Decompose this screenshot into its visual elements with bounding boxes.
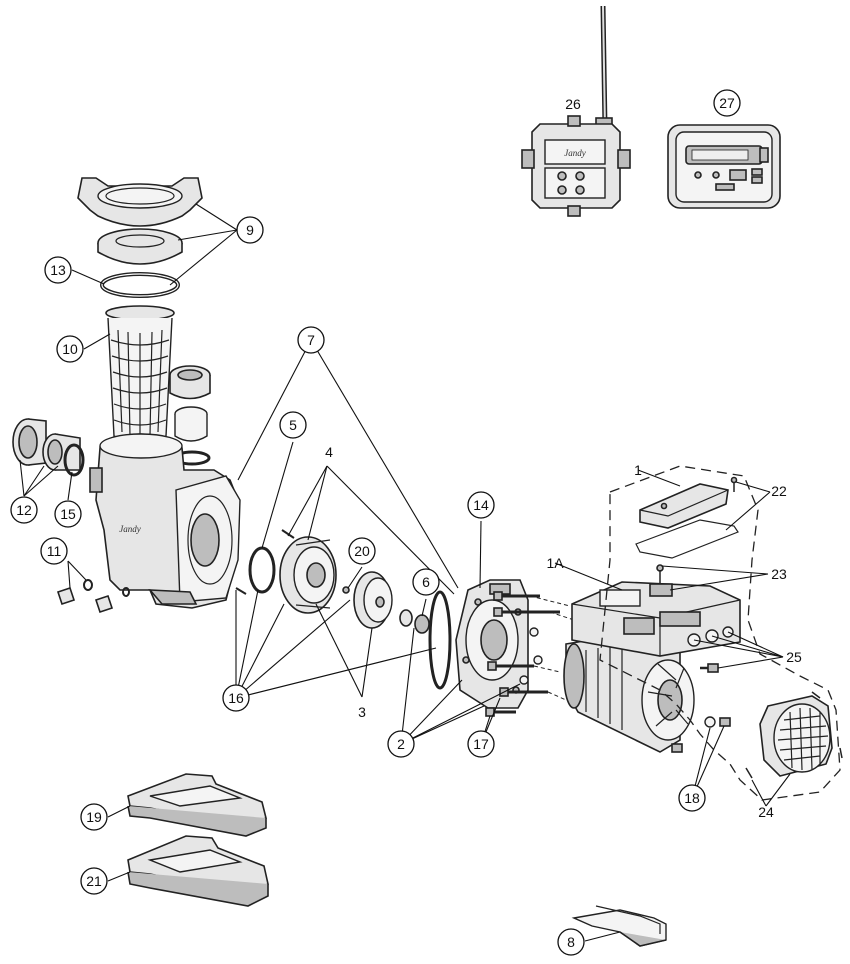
mounting-base-21 — [127, 835, 269, 907]
fan-cover — [745, 691, 843, 779]
union-fittings-top — [169, 365, 211, 466]
callout-2: 2 — [397, 736, 405, 752]
lid-assembly — [77, 177, 203, 298]
label-26: 26 — [565, 96, 581, 112]
drive-enclosure — [571, 581, 741, 657]
seal-plate — [455, 579, 529, 709]
callout-11: 11 — [47, 543, 62, 559]
label-24: 24 — [758, 804, 774, 820]
callout-27: 27 — [719, 95, 735, 111]
label-3: 3 — [358, 704, 366, 720]
seal-plate-bolts — [485, 591, 575, 717]
callout-19: 19 — [86, 809, 102, 825]
callout-5: 5 — [289, 417, 297, 433]
plain-labels: 26 4 1 22 1A 23 25 3 24 — [325, 96, 802, 820]
label-22: 22 — [771, 483, 787, 499]
leader-lines — [19, 203, 791, 942]
callout-14: 14 — [473, 497, 489, 513]
wireless-receiver: Jandy — [521, 5, 631, 217]
wrench-tool — [571, 905, 667, 947]
callout-18: 18 — [684, 790, 700, 806]
drive-cover — [635, 476, 739, 559]
mounting-base-19 — [127, 773, 267, 837]
pump-logo: Jandy — [119, 524, 141, 534]
callouts: 9 13 10 7 5 14 12 15 11 20 6 16 2 17 18 … — [10, 89, 741, 956]
callout-20: 20 — [354, 543, 370, 559]
callout-16: 16 — [228, 690, 244, 706]
control-panel — [667, 124, 781, 209]
callout-10: 10 — [62, 341, 78, 357]
motor-body — [563, 629, 695, 753]
callout-13: 13 — [50, 262, 66, 278]
terminal-connector — [649, 564, 673, 597]
callout-12: 12 — [16, 502, 32, 518]
label-1: 1 — [634, 462, 642, 478]
union-fittings-left — [12, 418, 85, 477]
drain-plugs — [56, 579, 130, 614]
callout-8: 8 — [567, 934, 575, 950]
callout-9: 9 — [246, 222, 254, 238]
callout-17: 17 — [473, 736, 489, 752]
label-23: 23 — [771, 566, 787, 582]
label-25: 25 — [786, 649, 802, 665]
callout-15: 15 — [60, 506, 76, 522]
callout-6: 6 — [422, 574, 430, 590]
callout-21: 21 — [86, 873, 102, 889]
pump-housing: Jandy — [89, 433, 241, 609]
label-1a: 1A — [546, 555, 564, 571]
label-4: 4 — [325, 444, 333, 460]
callout-7: 7 — [307, 332, 315, 348]
receiver-logo: Jandy — [564, 148, 586, 158]
motor-screws — [671, 663, 731, 753]
impeller-stack — [235, 529, 452, 690]
strainer-basket — [105, 305, 175, 443]
